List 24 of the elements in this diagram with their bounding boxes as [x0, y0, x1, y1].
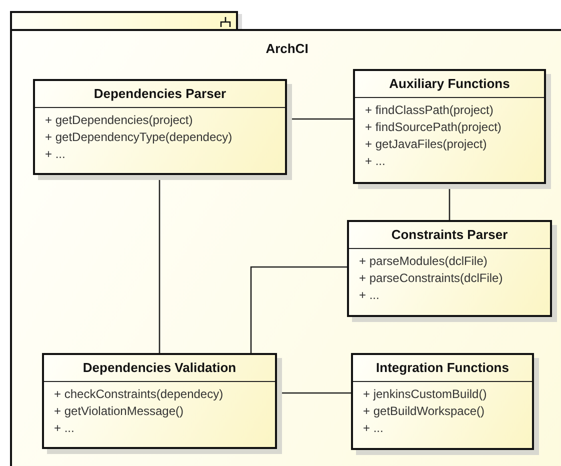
- method-signature: + findClassPath(project): [365, 102, 494, 119]
- method-signature: + jenkinsCustomBuild(): [363, 386, 488, 403]
- method-signature: + getJavaFiles(project): [365, 136, 488, 153]
- method-signature: + ...: [45, 146, 66, 163]
- method-signature: + getViolationMessage(): [54, 403, 185, 420]
- method-signature: + ...: [359, 287, 380, 304]
- class-name: Dependencies Parser: [35, 81, 285, 108]
- method-signature: + getBuildWorkspace(): [363, 403, 486, 420]
- method-signature: + parseConstraints(dclFile): [359, 270, 504, 287]
- method-signature: + checkConstraints(dependecy): [54, 386, 224, 403]
- class-name: Auxiliary Functions: [355, 71, 544, 98]
- class-name: Integration Functions: [353, 355, 532, 382]
- method-signature: + getDependencies(project): [45, 112, 194, 129]
- method-signature: + findSourcePath(project): [365, 119, 502, 136]
- method-signature: + parseModules(dclFile): [359, 253, 488, 270]
- method-signature: + ...: [365, 153, 386, 170]
- association-line: [250, 266, 347, 353]
- class-name: Dependencies Validation: [44, 355, 275, 382]
- method-signature: + getDependencyType(dependecy): [45, 129, 234, 146]
- package-name: ArchCI: [264, 41, 310, 56]
- method-signature: + ...: [363, 420, 384, 437]
- method-signature: + ...: [54, 420, 76, 437]
- package-frame: [10, 29, 561, 466]
- class-name: Constraints Parser: [349, 222, 550, 249]
